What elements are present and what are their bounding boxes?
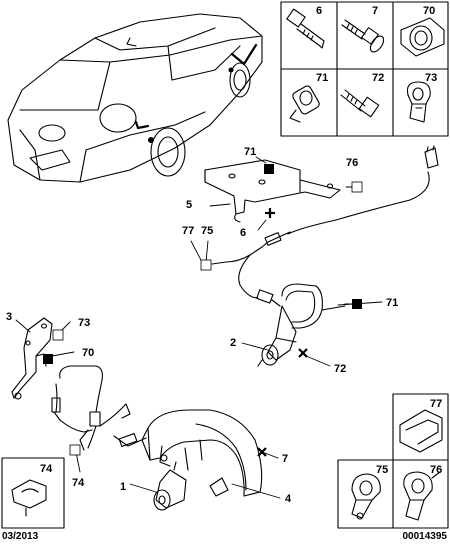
- footer-reference: 00014395: [402, 531, 448, 542]
- clip-73-icon: [406, 81, 431, 123]
- label-76-box: 76: [430, 464, 442, 476]
- label-73-grid: 73: [425, 72, 437, 84]
- callout-labels: 6 7 70 71 72 73 71 76 5 6 77 75 71 2 72 …: [6, 5, 442, 505]
- footer-date: 03/2013: [2, 531, 39, 542]
- box-74: [1, 457, 65, 529]
- label-72: 72: [334, 363, 346, 375]
- label-73: 73: [78, 317, 90, 329]
- label-74-box: 74: [40, 463, 53, 475]
- label-70-grid: 70: [423, 5, 435, 17]
- sensor-2: [257, 305, 297, 367]
- label-71-cable: 71: [386, 297, 398, 309]
- parts-grid-bottom: [337, 393, 449, 529]
- label-71-bracket: 71: [244, 146, 256, 158]
- label-75-box: 75: [376, 464, 388, 476]
- label-1: 1: [120, 481, 126, 493]
- label-75: 75: [201, 225, 213, 237]
- lower-sensor-cable: [51, 365, 147, 451]
- sensor-1: [153, 461, 187, 511]
- label-72-grid: 72: [372, 72, 384, 84]
- grommet-70-icon: [400, 17, 445, 57]
- parts-grid-top: [280, 1, 449, 137]
- upper-sensor-cable: [225, 145, 439, 329]
- label-6: 6: [240, 227, 246, 239]
- label-76-bracket: 76: [346, 157, 358, 169]
- label-5: 5: [186, 199, 192, 211]
- label-7-grid: 7: [372, 5, 378, 17]
- label-71-grid: 71: [316, 72, 328, 84]
- label-7: 7: [282, 453, 288, 465]
- bolt-6-icon: [286, 8, 325, 49]
- label-77-box: 77: [430, 398, 442, 410]
- markers: [43, 164, 363, 457]
- label-3: 3: [6, 311, 12, 323]
- label-4: 4: [285, 493, 292, 505]
- label-2: 2: [230, 337, 236, 349]
- car-illustration: [7, 13, 263, 183]
- clip-71-icon: [289, 85, 320, 123]
- bolt-7-icon: [341, 19, 385, 53]
- label-70: 70: [82, 347, 94, 359]
- label-74: 74: [72, 477, 85, 489]
- bracket-4: [141, 409, 263, 497]
- bolt-72-icon: [340, 89, 380, 118]
- label-77: 77: [182, 225, 194, 237]
- label-6-grid: 6: [316, 5, 322, 17]
- bracket-5: [204, 159, 341, 223]
